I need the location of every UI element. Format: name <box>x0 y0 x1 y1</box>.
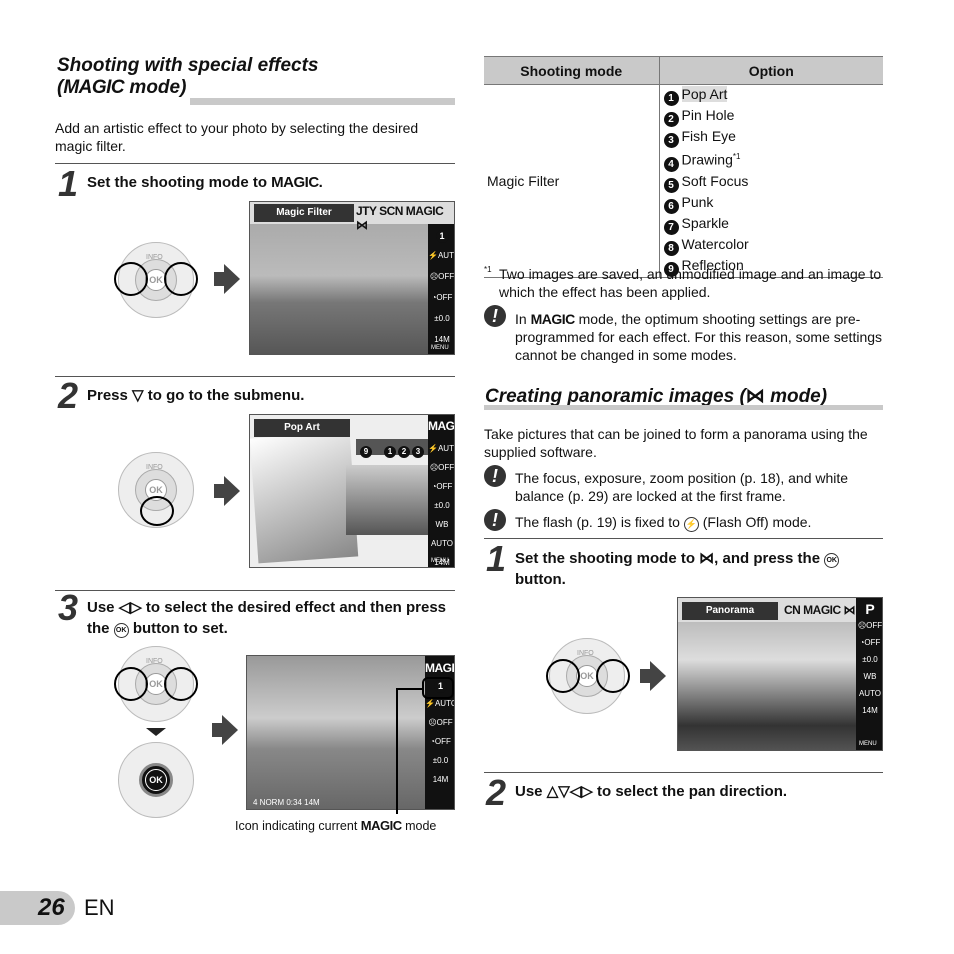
arrow-icon <box>640 669 650 683</box>
footnote-mark: *1 <box>484 265 492 274</box>
note-text: The focus, exposure, zoom position (p. 1… <box>515 470 849 504</box>
right-button-highlight <box>164 667 198 701</box>
info-label: INFO <box>577 650 594 657</box>
photo-girl-reading <box>250 222 428 354</box>
note-text: In MAGIC mode, the optimum shooting sett… <box>515 311 883 363</box>
mode-tag: Panorama <box>682 602 778 620</box>
arrow-head-icon <box>224 264 240 294</box>
left-button-highlight <box>114 667 148 701</box>
menu-label: MENU <box>431 558 449 564</box>
divider <box>55 163 455 164</box>
photo-child <box>346 465 430 535</box>
caution-icon: ! <box>484 509 506 531</box>
table-cell-mode: Magic Filter <box>484 84 660 278</box>
caption: Icon indicating current MAGIC mode <box>235 818 437 833</box>
arrow-icon <box>214 272 224 286</box>
divider <box>55 376 455 377</box>
camera-screen-panorama: Panorama CN MAGIC ⋈ P ☹OFF ◔OFF ±0.0 WB … <box>677 597 883 751</box>
page-number-tab <box>0 891 75 925</box>
down-button-highlight <box>140 496 174 526</box>
step-text: Set the shooting mode to ⋈, and press th… <box>515 548 883 590</box>
down-arrow-icon <box>146 728 166 736</box>
step-number: 1 <box>486 538 507 579</box>
callout-line <box>396 688 398 814</box>
camera-screen-shooting: MAGIC 1 ⚡AUTO ☹OFF ◔OFF ±0.0 14M 4 NORM … <box>246 655 455 810</box>
menu-label: MENU <box>859 741 877 747</box>
step-text: Use ◁▷ to select the desired effect and … <box>87 599 447 638</box>
step-number: 3 <box>58 587 79 628</box>
current-mode-highlight <box>422 677 454 699</box>
flash-off-icon: ⚡ <box>683 517 699 532</box>
arrow-icon <box>212 723 222 737</box>
mode-tag: Magic Filter <box>254 204 354 222</box>
info-label: INFO <box>146 254 163 261</box>
status-icons: ⚡AUTO ☹OFF ◔OFF ±0.0 WB AUTO 14M <box>428 444 455 567</box>
divider <box>55 590 455 591</box>
intro-text: Add an artistic effect to your photo by … <box>55 120 419 154</box>
status-icons: 1 ⚡AUTO ☹OFF ◔OFF ±0.0 14M <box>425 680 455 784</box>
step-text: Use △▽◁▷ to select the pan direction. <box>515 783 788 800</box>
left-button-highlight <box>114 262 148 296</box>
bottom-status: 4 NORM 0:34 14M <box>253 798 320 807</box>
photo-flower <box>250 431 359 564</box>
table-header: Shooting mode <box>484 56 660 85</box>
mode-strip: CN MAGIC ⋈ <box>784 603 856 617</box>
caution-icon: ! <box>484 465 506 487</box>
arrow-icon <box>214 484 224 498</box>
language-label: EN <box>84 895 115 920</box>
arrow-head-icon <box>224 476 240 506</box>
page-number: 26 <box>38 894 65 921</box>
footnote-text: Two images are saved, an unmodified imag… <box>499 266 882 300</box>
table-header: Option <box>659 56 883 85</box>
ok-icon: OK <box>824 553 840 568</box>
camera-screen-magic-filter: Magic Filter JTY SCN MAGIC ⋈ 1 ⚡AUTO ☹OF… <box>249 201 455 355</box>
section-heading-panorama: Creating panoramic images (⋈ mode) <box>485 386 828 407</box>
intro-text: Take pictures that can be joined to form… <box>484 426 868 460</box>
step-number: 2 <box>486 772 507 813</box>
divider <box>484 538 883 539</box>
step-number: 2 <box>58 375 79 416</box>
photo-girl-reading <box>247 656 425 809</box>
menu-label: MENU <box>431 345 449 351</box>
left-button-highlight <box>546 659 580 693</box>
info-label: INFO <box>146 464 163 471</box>
divider <box>484 772 883 773</box>
step-text: Set the shooting mode to MAGIC. <box>87 174 323 191</box>
step-number: 1 <box>58 163 79 204</box>
note-text: The flash (p. 19) is fixed to ⚡ (Flash O… <box>515 514 812 532</box>
section-heading-special-effects: Shooting with special effects (MAGIC mod… <box>57 55 319 98</box>
info-label: INFO <box>146 658 163 665</box>
status-icons: 1 ⚡AUTO ☹OFF ◔OFF ±0.0 14M <box>428 230 455 344</box>
ok-icon: OK <box>145 769 167 791</box>
right-button-highlight <box>164 262 198 296</box>
heading-rule <box>190 98 455 105</box>
ok-icon: OK <box>113 623 129 638</box>
arrow-head-icon <box>650 661 666 691</box>
right-button-highlight <box>596 659 630 693</box>
status-icons: ☹OFF ◔OFF ±0.0 WB AUTO 14M <box>857 621 883 715</box>
arrow-head-icon <box>222 715 238 745</box>
heading-rule <box>484 405 883 410</box>
caution-icon: ! <box>484 305 506 327</box>
mode-tag: Pop Art <box>254 419 350 437</box>
mode-strip: JTY SCN MAGIC ⋈ <box>356 204 444 232</box>
step-text: Press ▽ to go to the submenu. <box>87 387 305 404</box>
photo-bridge <box>678 620 856 750</box>
